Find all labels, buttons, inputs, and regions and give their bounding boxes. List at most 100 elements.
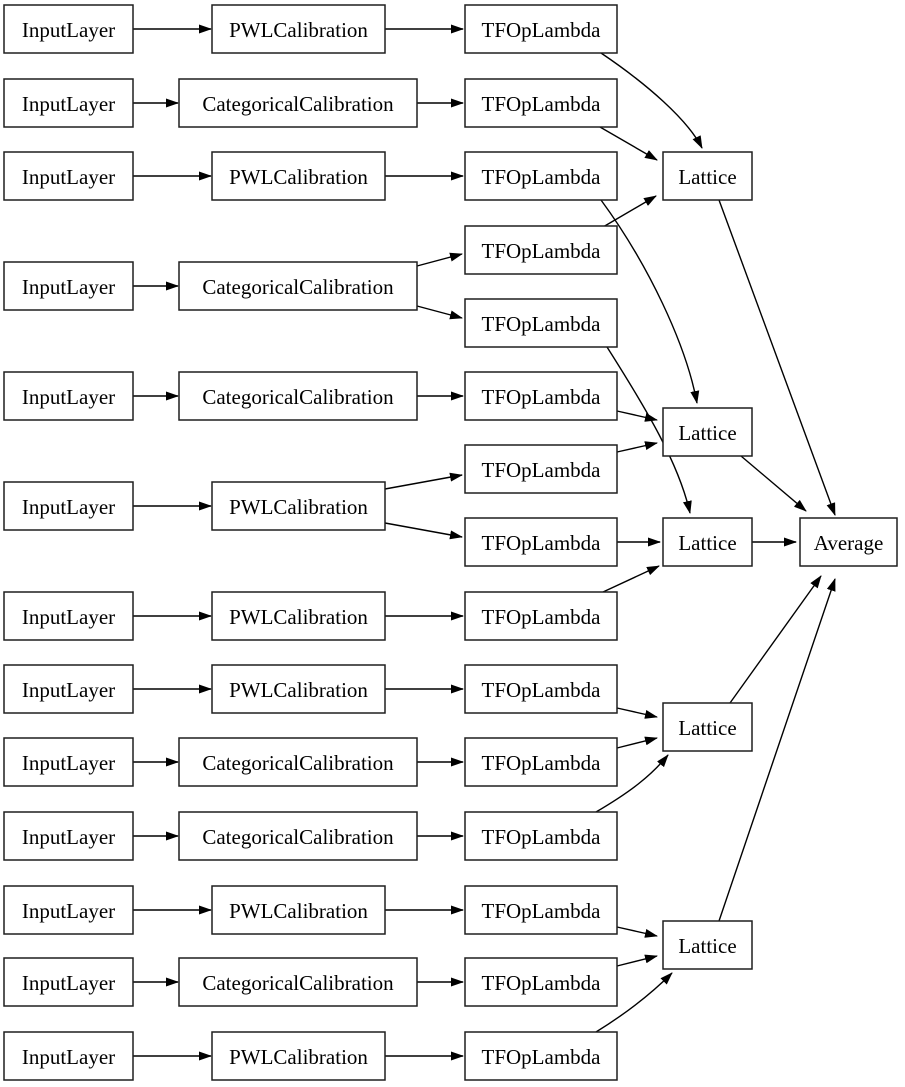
node-label-in-11: InputLayer — [22, 899, 115, 923]
node-box-cal-6 — [211, 481, 386, 531]
node-lattice-3: Lattice — [662, 517, 753, 567]
node-label-cal-5: CategoricalCalibration — [202, 385, 394, 409]
node-label-tfop-2: TFOpLambda — [482, 92, 602, 116]
node-cal-5: CategoricalCalibration — [178, 371, 418, 421]
node-lattice-4: Lattice — [662, 702, 753, 752]
edge-tfop-12-lattice-4 — [595, 754, 669, 813]
node-label-tfop-9: TFOpLambda — [482, 605, 602, 629]
edge-lattice-5-average — [718, 578, 836, 922]
node-box-cal-7 — [211, 591, 386, 641]
node-in-7: InputLayer — [3, 591, 134, 641]
node-box-tfop-13 — [464, 885, 618, 935]
node-label-tfop-4: TFOpLambda — [482, 239, 602, 263]
node-tfop-6: TFOpLambda — [464, 371, 618, 421]
node-box-tfop-1 — [464, 4, 618, 54]
node-label-tfop-11: TFOpLambda — [482, 751, 602, 775]
node-box-in-4 — [3, 261, 134, 311]
node-in-10: InputLayer — [3, 811, 134, 861]
node-box-lattice-1 — [662, 151, 753, 201]
node-cal-12: CategoricalCalibration — [178, 957, 418, 1007]
node-label-in-7: InputLayer — [22, 605, 115, 629]
node-box-tfop-12 — [464, 811, 618, 861]
node-tfop-12: TFOpLambda — [464, 811, 618, 861]
node-box-cal-3 — [211, 151, 386, 201]
node-tfop-10: TFOpLambda — [464, 664, 618, 714]
node-box-tfop-8 — [464, 517, 618, 567]
node-label-in-8: InputLayer — [22, 678, 115, 702]
node-box-cal-5 — [178, 371, 418, 421]
node-tfop-9: TFOpLambda — [464, 591, 618, 641]
node-box-in-10 — [3, 811, 134, 861]
node-cal-1: PWLCalibration — [211, 4, 386, 54]
node-box-cal-4 — [178, 261, 418, 311]
edge-layer — [133, 24, 836, 1061]
node-tfop-5: TFOpLambda — [464, 298, 618, 348]
node-label-tfop-10: TFOpLambda — [482, 678, 602, 702]
edge-tfop-9-lattice-3 — [602, 565, 660, 593]
edge-tfop-13-lattice-5 — [616, 926, 658, 938]
node-average: Average — [799, 517, 898, 567]
node-tfop-1: TFOpLambda — [464, 4, 618, 54]
node-in-2: InputLayer — [3, 78, 134, 128]
node-label-cal-4: CategoricalCalibration — [202, 275, 394, 299]
node-box-lattice-4 — [662, 702, 753, 752]
node-label-in-6: InputLayer — [22, 495, 115, 519]
node-box-tfop-11 — [464, 737, 618, 787]
node-in-5: InputLayer — [3, 371, 134, 421]
node-cal-10: CategoricalCalibration — [178, 811, 418, 861]
edge-tfop-3-lattice-2 — [600, 199, 700, 404]
node-label-tfop-6: TFOpLambda — [482, 385, 602, 409]
edge-tfop-4-lattice-1 — [602, 195, 657, 228]
node-label-cal-8: PWLCalibration — [229, 678, 368, 702]
node-cal-8: PWLCalibration — [211, 664, 386, 714]
node-tfop-4: TFOpLambda — [464, 225, 618, 275]
node-box-in-2 — [3, 78, 134, 128]
node-label-tfop-14: TFOpLambda — [482, 971, 602, 995]
node-box-tfop-4 — [464, 225, 618, 275]
node-label-cal-12: CategoricalCalibration — [202, 971, 394, 995]
node-label-in-12: InputLayer — [22, 971, 115, 995]
node-layer: InputLayerInputLayerInputLayerInputLayer… — [3, 4, 898, 1081]
edge-cal-4-tfop-5 — [416, 305, 463, 320]
node-in-3: InputLayer — [3, 151, 134, 201]
node-box-tfop-5 — [464, 298, 618, 348]
node-label-lattice-4: Lattice — [678, 716, 736, 740]
node-box-in-1 — [3, 4, 134, 54]
node-box-lattice-2 — [662, 407, 753, 457]
node-box-tfop-6 — [464, 371, 618, 421]
node-label-in-9: InputLayer — [22, 751, 115, 775]
edge-cal-4-tfop-4 — [416, 252, 463, 267]
node-tfop-2: TFOpLambda — [464, 78, 618, 128]
node-box-in-11 — [3, 885, 134, 935]
node-label-tfop-12: TFOpLambda — [482, 825, 602, 849]
node-box-cal-9 — [178, 737, 418, 787]
node-box-cal-2 — [178, 78, 418, 128]
edge-tfop-2-lattice-1 — [599, 126, 658, 161]
node-label-cal-9: CategoricalCalibration — [202, 751, 394, 775]
node-in-11: InputLayer — [3, 885, 134, 935]
node-lattice-2: Lattice — [662, 407, 753, 457]
node-box-cal-1 — [211, 4, 386, 54]
edge-tfop-1-lattice-1 — [600, 52, 703, 149]
node-box-average — [799, 517, 898, 567]
node-label-cal-13: PWLCalibration — [229, 1045, 368, 1069]
node-lattice-1: Lattice — [662, 151, 753, 201]
edge-tfop-10-lattice-4 — [616, 707, 658, 719]
node-label-in-1: InputLayer — [22, 18, 115, 42]
node-box-tfop-2 — [464, 78, 618, 128]
node-label-tfop-15: TFOpLambda — [482, 1045, 602, 1069]
node-box-tfop-10 — [464, 664, 618, 714]
node-label-tfop-1: TFOpLambda — [482, 18, 602, 42]
node-box-cal-12 — [178, 957, 418, 1007]
node-in-1: InputLayer — [3, 4, 134, 54]
node-label-in-5: InputLayer — [22, 385, 115, 409]
node-label-in-10: InputLayer — [22, 825, 115, 849]
node-box-tfop-15 — [464, 1031, 618, 1081]
node-label-lattice-1: Lattice — [678, 165, 736, 189]
node-label-average: Average — [814, 531, 884, 555]
node-box-tfop-14 — [464, 957, 618, 1007]
node-tfop-15: TFOpLambda — [464, 1031, 618, 1081]
node-label-lattice-3: Lattice — [678, 531, 736, 555]
node-label-tfop-13: TFOpLambda — [482, 899, 602, 923]
